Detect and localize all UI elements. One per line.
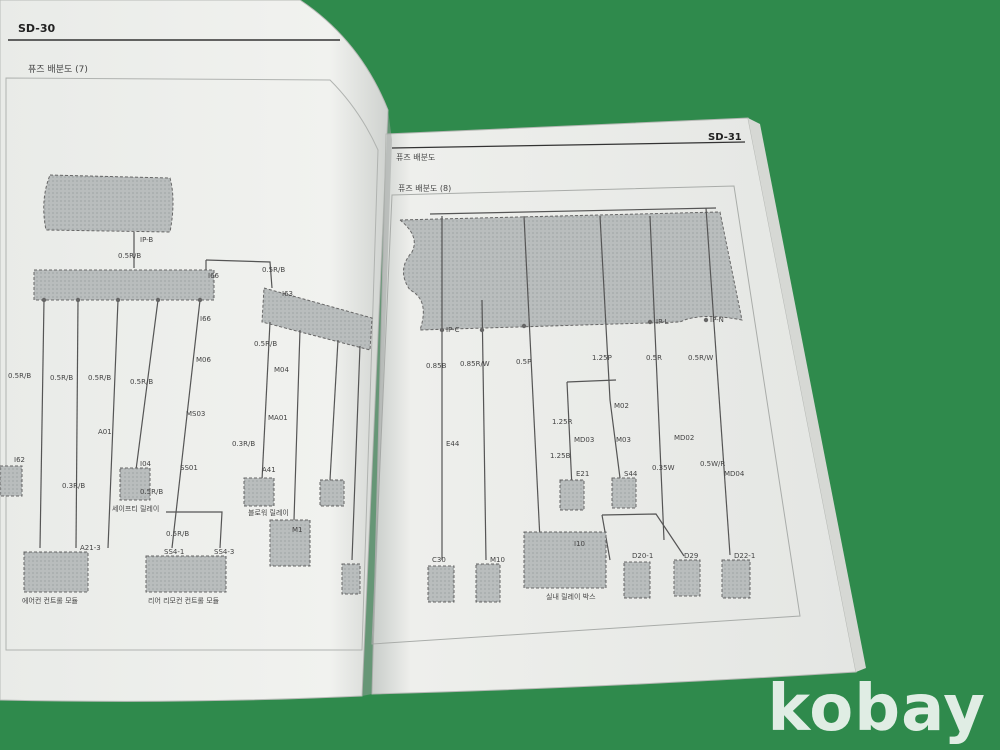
connector-label: I66 [208, 272, 219, 280]
wire-label: 0.5R/B [118, 252, 142, 260]
wire-label: 0.85B [426, 362, 447, 370]
wire-label: 1.25P [592, 354, 612, 362]
connector-label: M03 [616, 436, 631, 444]
connector-label: M06 [196, 356, 211, 364]
wire-label: 1.25B [550, 452, 571, 460]
connector-label: MD02 [674, 434, 695, 442]
connector-label: SS4-3 [214, 548, 235, 556]
connector-label: E21 [576, 470, 590, 478]
connector-label: A01 [98, 428, 112, 436]
connector-label: MS03 [186, 410, 206, 418]
connector-label: IP-N [710, 316, 724, 324]
component-label: 에어컨 컨트롤 모듈 [22, 597, 78, 605]
connector-label: IP-C [446, 326, 460, 334]
wire-label: 0.5W/R [700, 460, 726, 468]
component-label: 실내 릴레이 박스 [546, 593, 596, 601]
connector-label: SS4-1 [164, 548, 185, 556]
wire-label: 0.5R/B [140, 488, 164, 496]
wire-label: 0.5R/B [254, 340, 278, 348]
component-label: 세이프티 릴레이 [112, 505, 160, 513]
connector-label: IP-L [656, 318, 669, 326]
wire-label: 0.5R [646, 354, 662, 362]
connector-label: D29 [684, 552, 699, 560]
wire-label: 0.35W [652, 464, 675, 472]
connector-label: M02 [614, 402, 629, 410]
component-label: 블로워 릴레이 [248, 509, 289, 517]
wire-label: 1.25R [552, 418, 573, 426]
right-page-number: SD-31 [708, 132, 742, 143]
wire-label: 0.5R/B [88, 374, 112, 382]
component-label: 리어 리모컨 컨트롤 모듈 [148, 597, 220, 605]
connector-label: IP-B [140, 236, 154, 244]
wire-label: 0.85R/W [460, 360, 490, 368]
connector-label: M1 [292, 526, 303, 534]
wire-label: 0.5R/B [50, 374, 74, 382]
connector-label: A41 [262, 466, 276, 474]
left-page-number: SD-30 [18, 22, 56, 35]
wire-label: 0.5R/B [166, 530, 190, 538]
connector-label: SS01 [180, 464, 198, 472]
wire-label: 0.5P [516, 358, 532, 366]
right-section-title: 퓨즈 배분도 (8) [398, 184, 452, 193]
connector-label: I10 [574, 540, 585, 548]
connector-label: M04 [274, 366, 289, 374]
connector-label: M10 [490, 556, 505, 564]
connector-label: I66 [200, 315, 211, 323]
wire-label: 0.3R/B [62, 482, 86, 490]
connector-label: S44 [624, 470, 638, 478]
connector-label: MA01 [268, 414, 288, 422]
connector-label: I04 [140, 460, 151, 468]
connector-label: E44 [446, 440, 460, 448]
connector-label: D22-1 [734, 552, 756, 560]
right-running-title: 퓨즈 배분도 [396, 153, 436, 162]
wire-label: 0.3R/B [232, 440, 256, 448]
connector-label: I62 [14, 456, 25, 464]
connector-label: A21-3 [80, 544, 101, 552]
wire-label: 0.5R/B [262, 266, 286, 274]
connector-label: C30 [432, 556, 446, 564]
connector-label: MD04 [724, 470, 745, 478]
wire-label: 0.5R/W [688, 354, 714, 362]
connector-label: I63 [282, 290, 293, 298]
connector-label: D20-1 [632, 552, 654, 560]
watermark-logo: kobay [767, 672, 986, 746]
wire-label: 0.5R/B [8, 372, 32, 380]
left-section-title: 퓨즈 배분도 (7) [28, 65, 88, 75]
connector-label: MD03 [574, 436, 595, 444]
fuse-box-shape [398, 211, 743, 331]
wire-label: 0.5R/B [130, 378, 154, 386]
